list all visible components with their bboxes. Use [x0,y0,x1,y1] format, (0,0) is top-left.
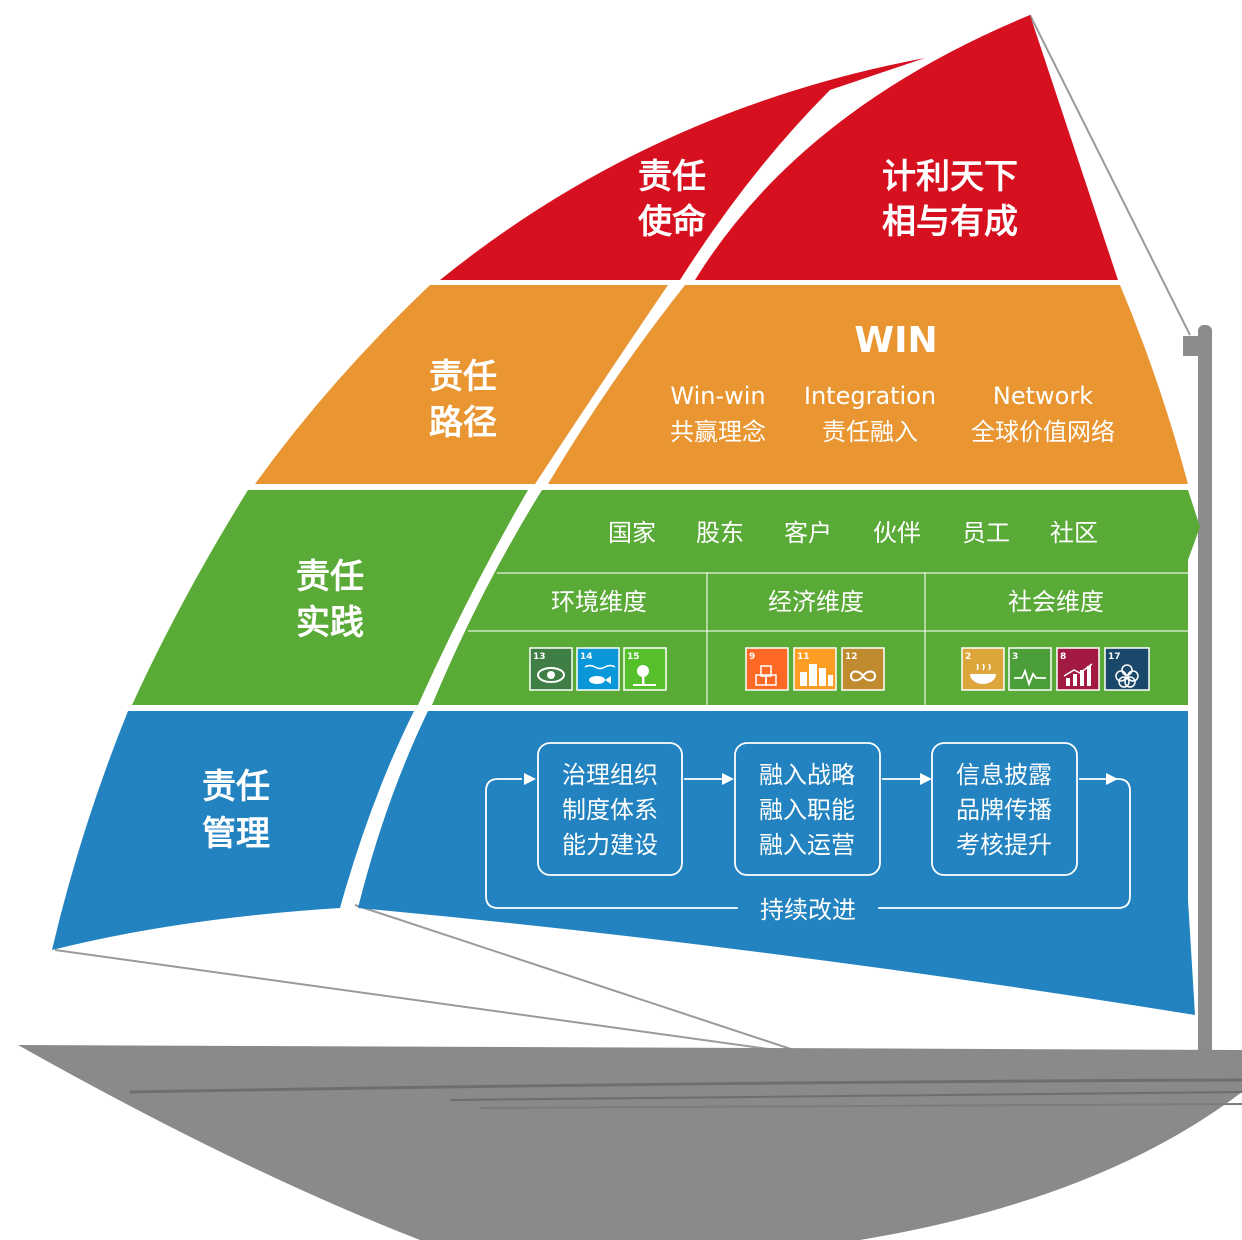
main-blue-band [358,711,1195,1015]
process-box-1-line1: 治理组织 [562,761,658,789]
process-box-2-line1: 融入战略 [759,761,855,789]
mission-value-line2: 相与有成 [882,202,1018,242]
hull-stripe-3 [479,1103,1242,1109]
path-item-3-cn: 全球价值网络 [971,418,1115,446]
mast [1198,325,1212,1055]
arrowhead-2-3 [920,773,932,785]
svg-text:8: 8 [1060,652,1066,662]
mission-label-line2: 使命 [637,202,706,242]
mission-label-line1: 责任 [638,157,706,197]
jib-orange-band [255,285,668,484]
svg-text:9: 9 [749,652,755,662]
process-box-2-line3: 融入运营 [759,831,855,859]
hull-stripe-2 [449,1091,1242,1101]
svg-text:12: 12 [845,652,858,662]
loop-arrowhead-left [524,773,536,785]
path-item-2-cn: 责任融入 [822,418,918,446]
sdg-13-tile: 13 [529,647,573,691]
mission-value-line1: 计利天下 [882,157,1018,197]
process-box-1-line3: 能力建设 [562,831,658,859]
stakeholder-4: 伙伴 [873,519,921,547]
process-box-3-line1: 信息披露 [956,761,1052,789]
path-item-2-en: Integration [804,382,936,410]
stakeholder-1: 国家 [608,519,656,547]
sdg-group-economy: 9 11 12 [745,647,885,691]
stakeholder-3: 客户 [784,519,832,547]
loop-label: 持续改进 [760,896,856,924]
path-item-3-en: Network [993,382,1093,410]
main-red-band [695,15,1118,280]
growth-chart-icon [1063,663,1093,686]
path-item-1-en: Win-win [670,382,765,410]
path-label-line2: 路径 [429,403,497,443]
process-box-1-line2: 制度体系 [562,796,658,824]
fish-icon [584,664,616,684]
hull [18,1045,1242,1240]
bowl-icon [970,663,996,684]
sdg-11-tile: 11 [793,647,837,691]
flower-rings-icon [1115,664,1139,688]
management-label-line2: 管理 [202,814,270,854]
arrowhead-3-out [1106,773,1118,785]
process-box-3-line3: 考核提升 [956,831,1052,859]
sdg-group-society: 2 3 8 17 [961,647,1150,691]
forestay-line [1029,14,1191,336]
heartbeat-icon [1014,668,1046,687]
path-item-1-cn: 共赢理念 [670,418,766,446]
mast-head [1183,336,1205,356]
process-box-2-line2: 融入职能 [759,796,855,824]
dimension-economy: 经济维度 [768,588,864,616]
sdg-group-environment: 13 14 15 [529,647,667,691]
eye-globe-icon [537,667,565,683]
path-label-line1: 责任 [429,357,497,397]
jib-green-band [132,490,528,705]
sdg-8-tile: 8 [1056,647,1100,691]
sheet-line [354,904,801,1053]
boom-line [54,949,791,1053]
svg-text:2: 2 [965,652,971,662]
main-orange-band [548,285,1188,484]
svg-text:13: 13 [533,652,546,662]
sdg-14-tile: 14 [576,647,620,691]
svg-text:11: 11 [797,652,810,662]
dimension-environment: 环境维度 [551,588,647,616]
sdg-17-tile: 17 [1104,647,1150,691]
sdg-9-tile: 9 [745,647,789,691]
practice-label-line1: 责任 [296,557,364,597]
practice-label-line2: 实践 [296,603,364,643]
feedback-loop [485,778,1131,909]
stakeholder-5: 员工 [962,519,1010,547]
process-box-3-line2: 品牌传播 [956,796,1052,824]
arrowhead-1-2 [722,773,734,785]
process-box-1 [537,742,683,876]
management-label-line1: 责任 [202,767,270,807]
sdg-15-tile: 15 [623,647,667,691]
process-box-3 [931,742,1078,876]
svg-text:14: 14 [580,652,593,662]
tree-icon [633,665,656,686]
sdg-3-tile: 3 [1008,647,1052,691]
sdg-12-tile: 12 [841,647,885,691]
jib-red-band [440,58,925,280]
hull-stripe-1 [129,1078,1242,1094]
sdg-2-tile: 2 [961,647,1005,691]
dimension-society: 社会维度 [1008,588,1104,616]
stakeholder-6: 社区 [1050,519,1098,547]
path-title: WIN [854,320,937,361]
city-icon [800,664,833,686]
stakeholder-2: 股东 [696,519,744,547]
jib-blue-band [52,711,414,950]
svg-text:3: 3 [1012,652,1018,662]
cubes-icon [755,665,777,686]
process-box-2 [734,742,881,876]
infinity-icon [849,670,877,682]
svg-text:17: 17 [1108,652,1121,662]
svg-text:15: 15 [627,652,640,662]
